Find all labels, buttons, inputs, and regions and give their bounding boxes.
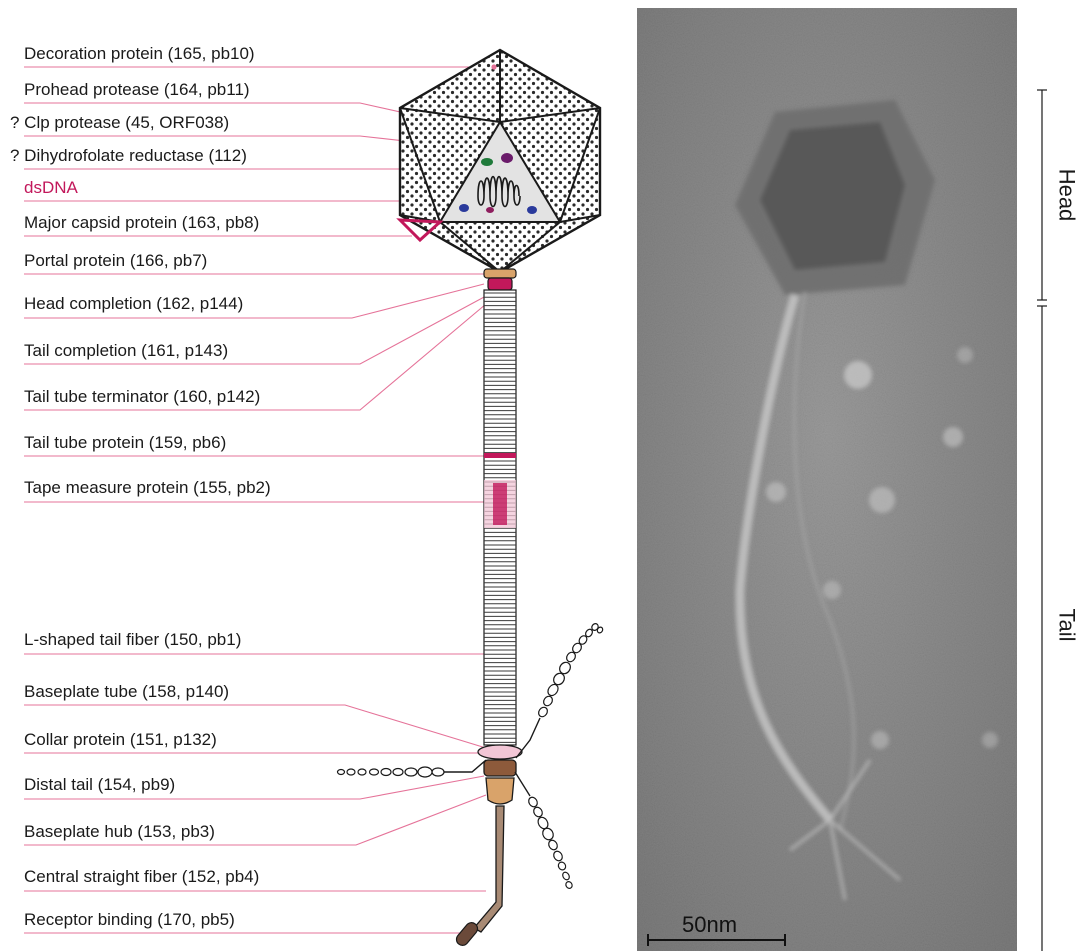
- fiber-lower-right-arm: [515, 772, 530, 796]
- leader-baseplate-tube: [24, 705, 486, 748]
- collar-ring: [478, 745, 522, 759]
- dhfr-blob-blue2: [527, 206, 537, 214]
- neck: [484, 269, 516, 290]
- tape-measure-core: [493, 483, 507, 525]
- leader-head-completion: [24, 284, 484, 318]
- region-brackets: [1037, 90, 1047, 951]
- portal-ring: [484, 269, 516, 278]
- micrograph-panel: [637, 8, 1017, 951]
- central-straight-fiber-shape: [474, 806, 504, 932]
- leader-baseplate-hub: [24, 795, 486, 845]
- head-completion-ring: [488, 278, 512, 290]
- baseplate: [454, 745, 522, 948]
- fiber-left-arm: [440, 760, 486, 772]
- dhfr-blob-blue: [459, 204, 469, 212]
- protease-blob-purple: [501, 153, 513, 163]
- clp-blob-green: [481, 158, 493, 166]
- leader-distal-tail: [24, 776, 484, 799]
- baseplate-hub-shape: [486, 778, 514, 804]
- distal-tail-block: [484, 760, 516, 776]
- dhfr-blob-purple2: [486, 207, 494, 213]
- head-label: Head: [1053, 169, 1079, 222]
- tail-tube-marker: [484, 453, 516, 458]
- receptor-binding-tip: [454, 920, 480, 948]
- tail-label: Tail: [1054, 608, 1080, 641]
- leader-tail-completion: [24, 296, 486, 364]
- capsid: [400, 50, 600, 272]
- fiber-beads: [338, 622, 604, 889]
- scale-bar-label: 50nm: [682, 912, 737, 938]
- leader-tail-tube-terminator: [24, 304, 486, 410]
- decoration-dot: [491, 64, 496, 69]
